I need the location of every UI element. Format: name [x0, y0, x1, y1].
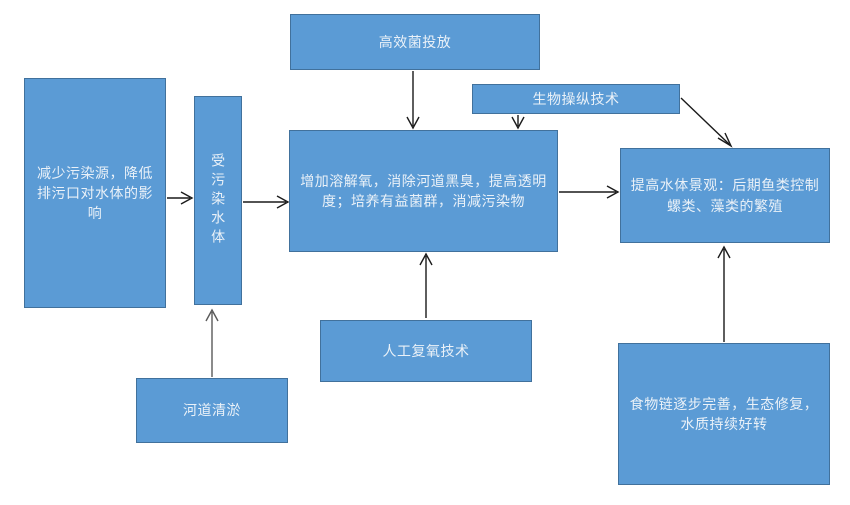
edge-reoxygenation-to-oxygen: [419, 252, 433, 318]
node-label: 减少污染源，降低排污口对水体的影响: [37, 164, 153, 222]
edge-foodchain-to-landscape: [717, 245, 731, 342]
edge-oxygen-to-landscape: [559, 185, 620, 199]
node-improve-water-landscape[interactable]: 提高水体景观：后期鱼类控制螺类、藻类的繁殖: [620, 148, 830, 243]
node-label: 增加溶解氧，消除河道黑臭，提高透明度；培养有益菌群，消减污染物: [300, 172, 547, 209]
node-high-efficiency-bacteria[interactable]: 高效菌投放: [290, 14, 540, 70]
edge-waterbody-to-oxygen: [243, 195, 290, 209]
edge-bacteria-to-oxygen: [406, 71, 420, 130]
node-river-dredging[interactable]: 河道清淤: [136, 378, 288, 443]
node-reduce-pollution-source[interactable]: 减少污染源，降低排污口对水体的影响: [24, 78, 166, 308]
node-biomanipulation-technology[interactable]: 生物操纵技术: [472, 84, 680, 114]
edge-source-to-waterbody: [167, 191, 194, 205]
node-label: 食物链逐步完善，生态修复，水质持续好转: [629, 395, 819, 432]
edge-biomanipulation-to-landscape: [680, 97, 733, 148]
node-label: 提高水体景观：后期鱼类控制螺类、藻类的繁殖: [630, 177, 820, 214]
node-food-chain-restoration[interactable]: 食物链逐步完善，生态修复，水质持续好转: [618, 343, 830, 485]
edge-biomanipulation-to-oxygen: [511, 115, 525, 130]
node-artificial-reoxygenation[interactable]: 人工复氧技术: [320, 320, 532, 382]
edge-dredging-to-waterbody: [205, 308, 219, 377]
node-polluted-water-body[interactable]: 受污染水体: [194, 96, 242, 305]
node-increase-dissolved-oxygen[interactable]: 增加溶解氧，消除河道黑臭，提高透明度；培养有益菌群，消减污染物: [289, 130, 558, 252]
node-label: 高效菌投放: [378, 33, 452, 50]
node-label: 河道清淤: [183, 402, 241, 419]
node-label: 受污染水体: [210, 153, 227, 248]
node-label: 人工复氧技术: [382, 342, 470, 359]
node-label: 生物操纵技术: [532, 90, 620, 107]
